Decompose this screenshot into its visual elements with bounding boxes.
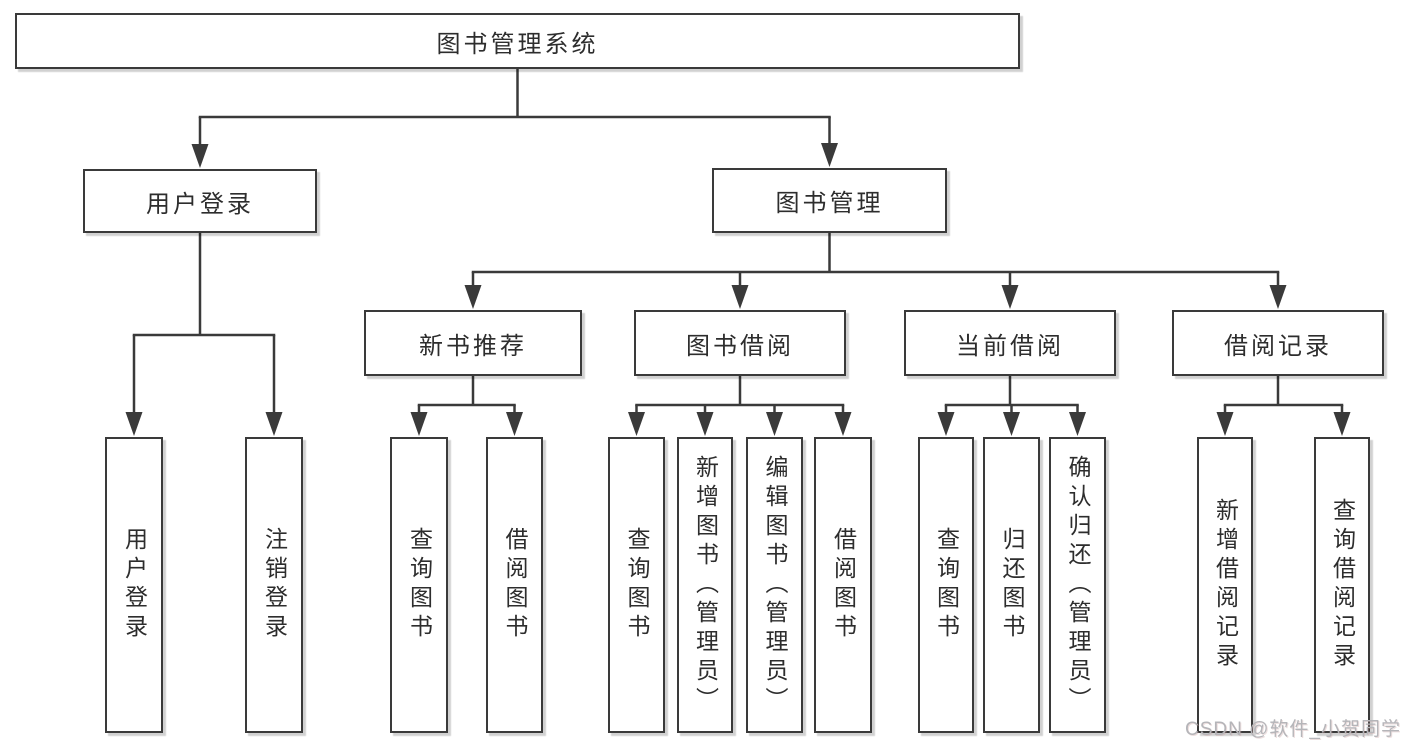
node-current-borrow: 当前借阅 [904,310,1116,376]
node-logout: 注销登录 [245,437,303,733]
arrowhead-icon [410,412,428,436]
node-system: 图书管理系统 [15,13,1020,69]
node-label: 查询图书 [933,527,960,643]
node-label: 借阅图书 [830,527,857,643]
arrowhead-icon [937,412,955,436]
arrowhead-icon [696,412,714,436]
node-rec-query-book: 查询图书 [390,437,448,733]
watermark: CSDN @软件_小贺同学 [1185,719,1401,740]
node-bb-edit-book: 编辑图书（管理员） [746,437,803,733]
arrowhead-icon [265,412,283,436]
node-label: 归还图书 [999,527,1025,643]
node-new-book-rec: 新书推荐 [364,310,582,376]
arrowhead-icon [506,412,523,436]
node-label: 图书管理 [775,190,884,217]
arrowhead-icon [766,412,783,436]
arrowhead-icon [191,144,209,168]
arrowhead-icon [1003,412,1020,436]
arrowhead-icon [464,285,482,309]
node-bb-query-book: 查询图书 [608,437,665,733]
node-label: 当前借阅 [956,332,1064,360]
node-label: 查询图书 [624,527,650,643]
arrowhead-icon [125,412,143,436]
node-label: 确认归还（管理员） [1065,454,1091,716]
node-br-query-record: 查询借阅记录 [1314,437,1370,733]
node-bb-add-book: 新增图书（管理员） [677,437,733,733]
node-label: 新增图书（管理员） [692,454,719,716]
arrowhead-icon [1216,412,1234,436]
node-label: 用户登录 [121,527,148,643]
node-label: 查询图书 [406,527,433,643]
node-br-add-record: 新增借阅记录 [1197,437,1253,733]
node-label: 图书借阅 [686,332,794,360]
node-label: 新增借阅记录 [1212,498,1239,672]
arrowhead-icon [1001,285,1019,309]
node-book-mgmt: 图书管理 [712,168,947,233]
node-login: 用户登录 [105,437,163,733]
arrowhead-icon [821,143,838,167]
node-bb-borrow-book: 借阅图书 [814,437,872,733]
node-cb-confirm-return: 确认归还（管理员） [1049,437,1106,733]
node-rec-borrow-book: 借阅图书 [486,437,543,733]
node-label: 新书推荐 [419,332,527,360]
node-cb-query-book: 查询图书 [918,437,974,733]
node-label: 借阅图书 [502,527,528,643]
node-book-borrow: 图书借阅 [634,310,846,376]
node-user-login: 用户登录 [83,169,317,233]
node-label: 图书管理系统 [436,30,599,58]
arrowhead-icon [834,412,852,436]
arrowhead-icon [1333,412,1351,436]
arrowhead-icon [1269,285,1287,309]
node-label: 用户登录 [146,190,254,218]
node-label: 注销登录 [261,527,288,643]
arrowhead-icon [628,412,645,436]
node-cb-return-book: 归还图书 [983,437,1040,733]
node-label: 借阅记录 [1224,332,1332,360]
node-label: 查询借阅记录 [1329,498,1356,672]
arrowhead-icon [731,285,749,309]
node-borrow-records: 借阅记录 [1172,310,1384,376]
node-label: 编辑图书（管理员） [762,454,788,716]
arrowhead-icon [1069,412,1086,436]
